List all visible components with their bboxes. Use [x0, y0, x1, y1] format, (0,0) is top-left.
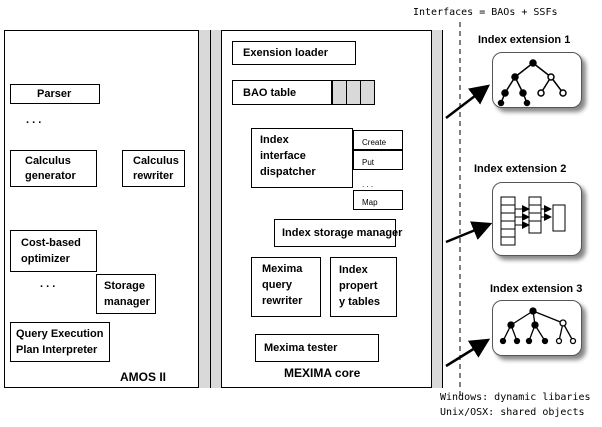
extension-loader-box: Exension loader: [232, 41, 356, 65]
ext1-box: [492, 52, 582, 108]
parser-label: Parser: [37, 88, 72, 100]
calculus-generator-box: Calculus generator: [10, 150, 97, 187]
property-tables-label-1: Index: [339, 264, 368, 276]
tree-icon: [499, 307, 577, 345]
index-storage-manager-box: Index storage manager: [274, 219, 402, 247]
cost-optimizer-label-2: optimizer: [21, 253, 70, 265]
property-tables-box: Index propert y tables: [330, 257, 397, 317]
ext3-title: Index extension 3: [490, 283, 583, 295]
mexima-right-bar: [431, 30, 443, 388]
op-map-box: Map: [353, 190, 403, 210]
ext3-box: [492, 300, 582, 356]
footer-windows: Windows: dynamic libaries: [440, 392, 591, 403]
op-put-label: Put: [362, 158, 375, 167]
op-create-label: Create: [362, 138, 387, 147]
parser-box: Parser: [10, 84, 100, 104]
hash-table-icon: [500, 196, 566, 246]
amos-title: AMOS II: [120, 370, 167, 384]
op-dots-label: . . .: [362, 180, 374, 189]
mexima-tester-label: Mexima tester: [264, 342, 338, 354]
ellipsis-bottom: . . .: [40, 278, 56, 290]
ellipsis-top: . . .: [26, 114, 42, 126]
storage-manager-box: Storage manager: [96, 274, 156, 314]
op-create-box: Create: [353, 130, 403, 150]
op-map-label: Map: [362, 198, 378, 207]
dispatcher-label-3: dispatcher: [260, 166, 316, 178]
ext2-box: [492, 182, 582, 256]
arrow-to-ext1: [445, 84, 490, 119]
dispatcher-label-1: Index: [260, 134, 289, 146]
storage-manager-label-1: Storage: [104, 280, 145, 292]
qep-interpreter-label-2: Plan Interpreter: [16, 344, 98, 356]
footer-unix: Unix/OSX: shared objects: [440, 407, 585, 418]
query-rewriter-box: Mexima query rewriter: [251, 257, 321, 317]
bao-table-cell-3: [360, 80, 375, 105]
arrow-to-ext3: [445, 338, 491, 368]
calculus-generator-label-1: Calculus: [25, 155, 71, 167]
op-put-box: Put: [353, 150, 403, 170]
bao-table-label: BAO table: [243, 87, 297, 99]
qep-interpreter-box: Query Execution Plan Interpreter: [10, 322, 110, 362]
storage-manager-label-2: manager: [104, 296, 150, 308]
dispatcher-label-2: interface: [260, 150, 306, 162]
query-rewriter-label-1: Mexima: [262, 263, 303, 275]
ext1-title: Index extension 1: [478, 34, 571, 46]
extension-loader-label: Exension loader: [243, 47, 328, 59]
cost-optimizer-label-1: Cost-based: [21, 237, 81, 249]
calculus-rewriter-box: Calculus rewriter: [122, 150, 185, 187]
qep-interpreter-label-1: Query Execution: [16, 328, 104, 340]
dispatcher-box: Index interface dispatcher: [251, 128, 353, 188]
bao-table-cell-1: [332, 80, 347, 105]
query-rewriter-label-2: query: [262, 279, 292, 291]
property-tables-label-2: propert: [339, 280, 378, 292]
calculus-rewriter-label-1: Calculus: [133, 155, 179, 167]
property-tables-label-3: y tables: [339, 296, 380, 308]
ext2-title: Index extension 2: [474, 163, 567, 175]
mexima-tester-box: Mexima tester: [255, 334, 379, 362]
mexima-title: MEXIMA core: [284, 366, 361, 380]
cost-optimizer-box: Cost-based optimizer: [10, 230, 97, 272]
bao-table-cell-2: [346, 80, 361, 105]
calculus-rewriter-label-2: rewriter: [133, 170, 174, 182]
tree-icon: [497, 59, 567, 107]
bao-table-box: BAO table: [232, 80, 332, 105]
index-storage-manager-label: Index storage manager: [282, 227, 403, 239]
mexima-left-bar: [210, 30, 222, 388]
interfaces-label: Interfaces = BAOs + SSFs: [413, 7, 558, 18]
arrow-to-ext2: [445, 221, 493, 244]
calculus-generator-label-2: generator: [25, 170, 76, 182]
query-rewriter-label-3: rewriter: [262, 295, 303, 307]
